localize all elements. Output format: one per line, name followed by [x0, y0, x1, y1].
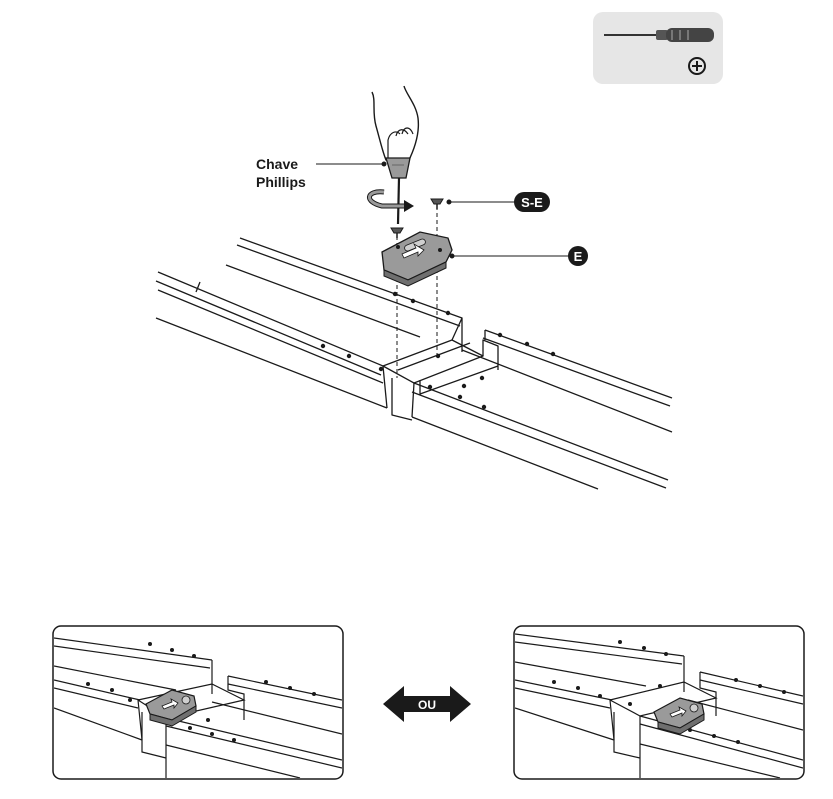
- part-badge-e: E: [568, 246, 588, 266]
- far-rail-right: [462, 330, 672, 432]
- center-connector: [383, 318, 498, 420]
- near-rail-left: [156, 272, 387, 408]
- part-badge-s-e-label: S-E: [521, 195, 543, 210]
- screw-right: [431, 199, 443, 209]
- detail-panel-left: [53, 626, 343, 779]
- alignment-guides: [397, 206, 437, 378]
- tool-callout: [593, 12, 723, 84]
- tool-label-line2: Phillips: [256, 174, 306, 190]
- part-badge-s-e: S-E: [514, 192, 550, 212]
- part-badge-e-label: E: [574, 249, 583, 264]
- screw-left: [391, 228, 403, 238]
- screwdriver-shaft: [398, 178, 399, 224]
- screwdriver-handle: [386, 158, 410, 178]
- alternative-label: OU: [418, 698, 436, 712]
- tool-label-line1: Chave: [256, 156, 298, 172]
- rotation-arrow-icon: [369, 192, 414, 212]
- tool-callout-background: [593, 12, 723, 84]
- detail-panel-right: [514, 626, 804, 779]
- bracket-part-e: [382, 232, 452, 286]
- near-rail-right: [412, 383, 668, 489]
- alternative-double-arrow-icon: OU: [383, 686, 471, 722]
